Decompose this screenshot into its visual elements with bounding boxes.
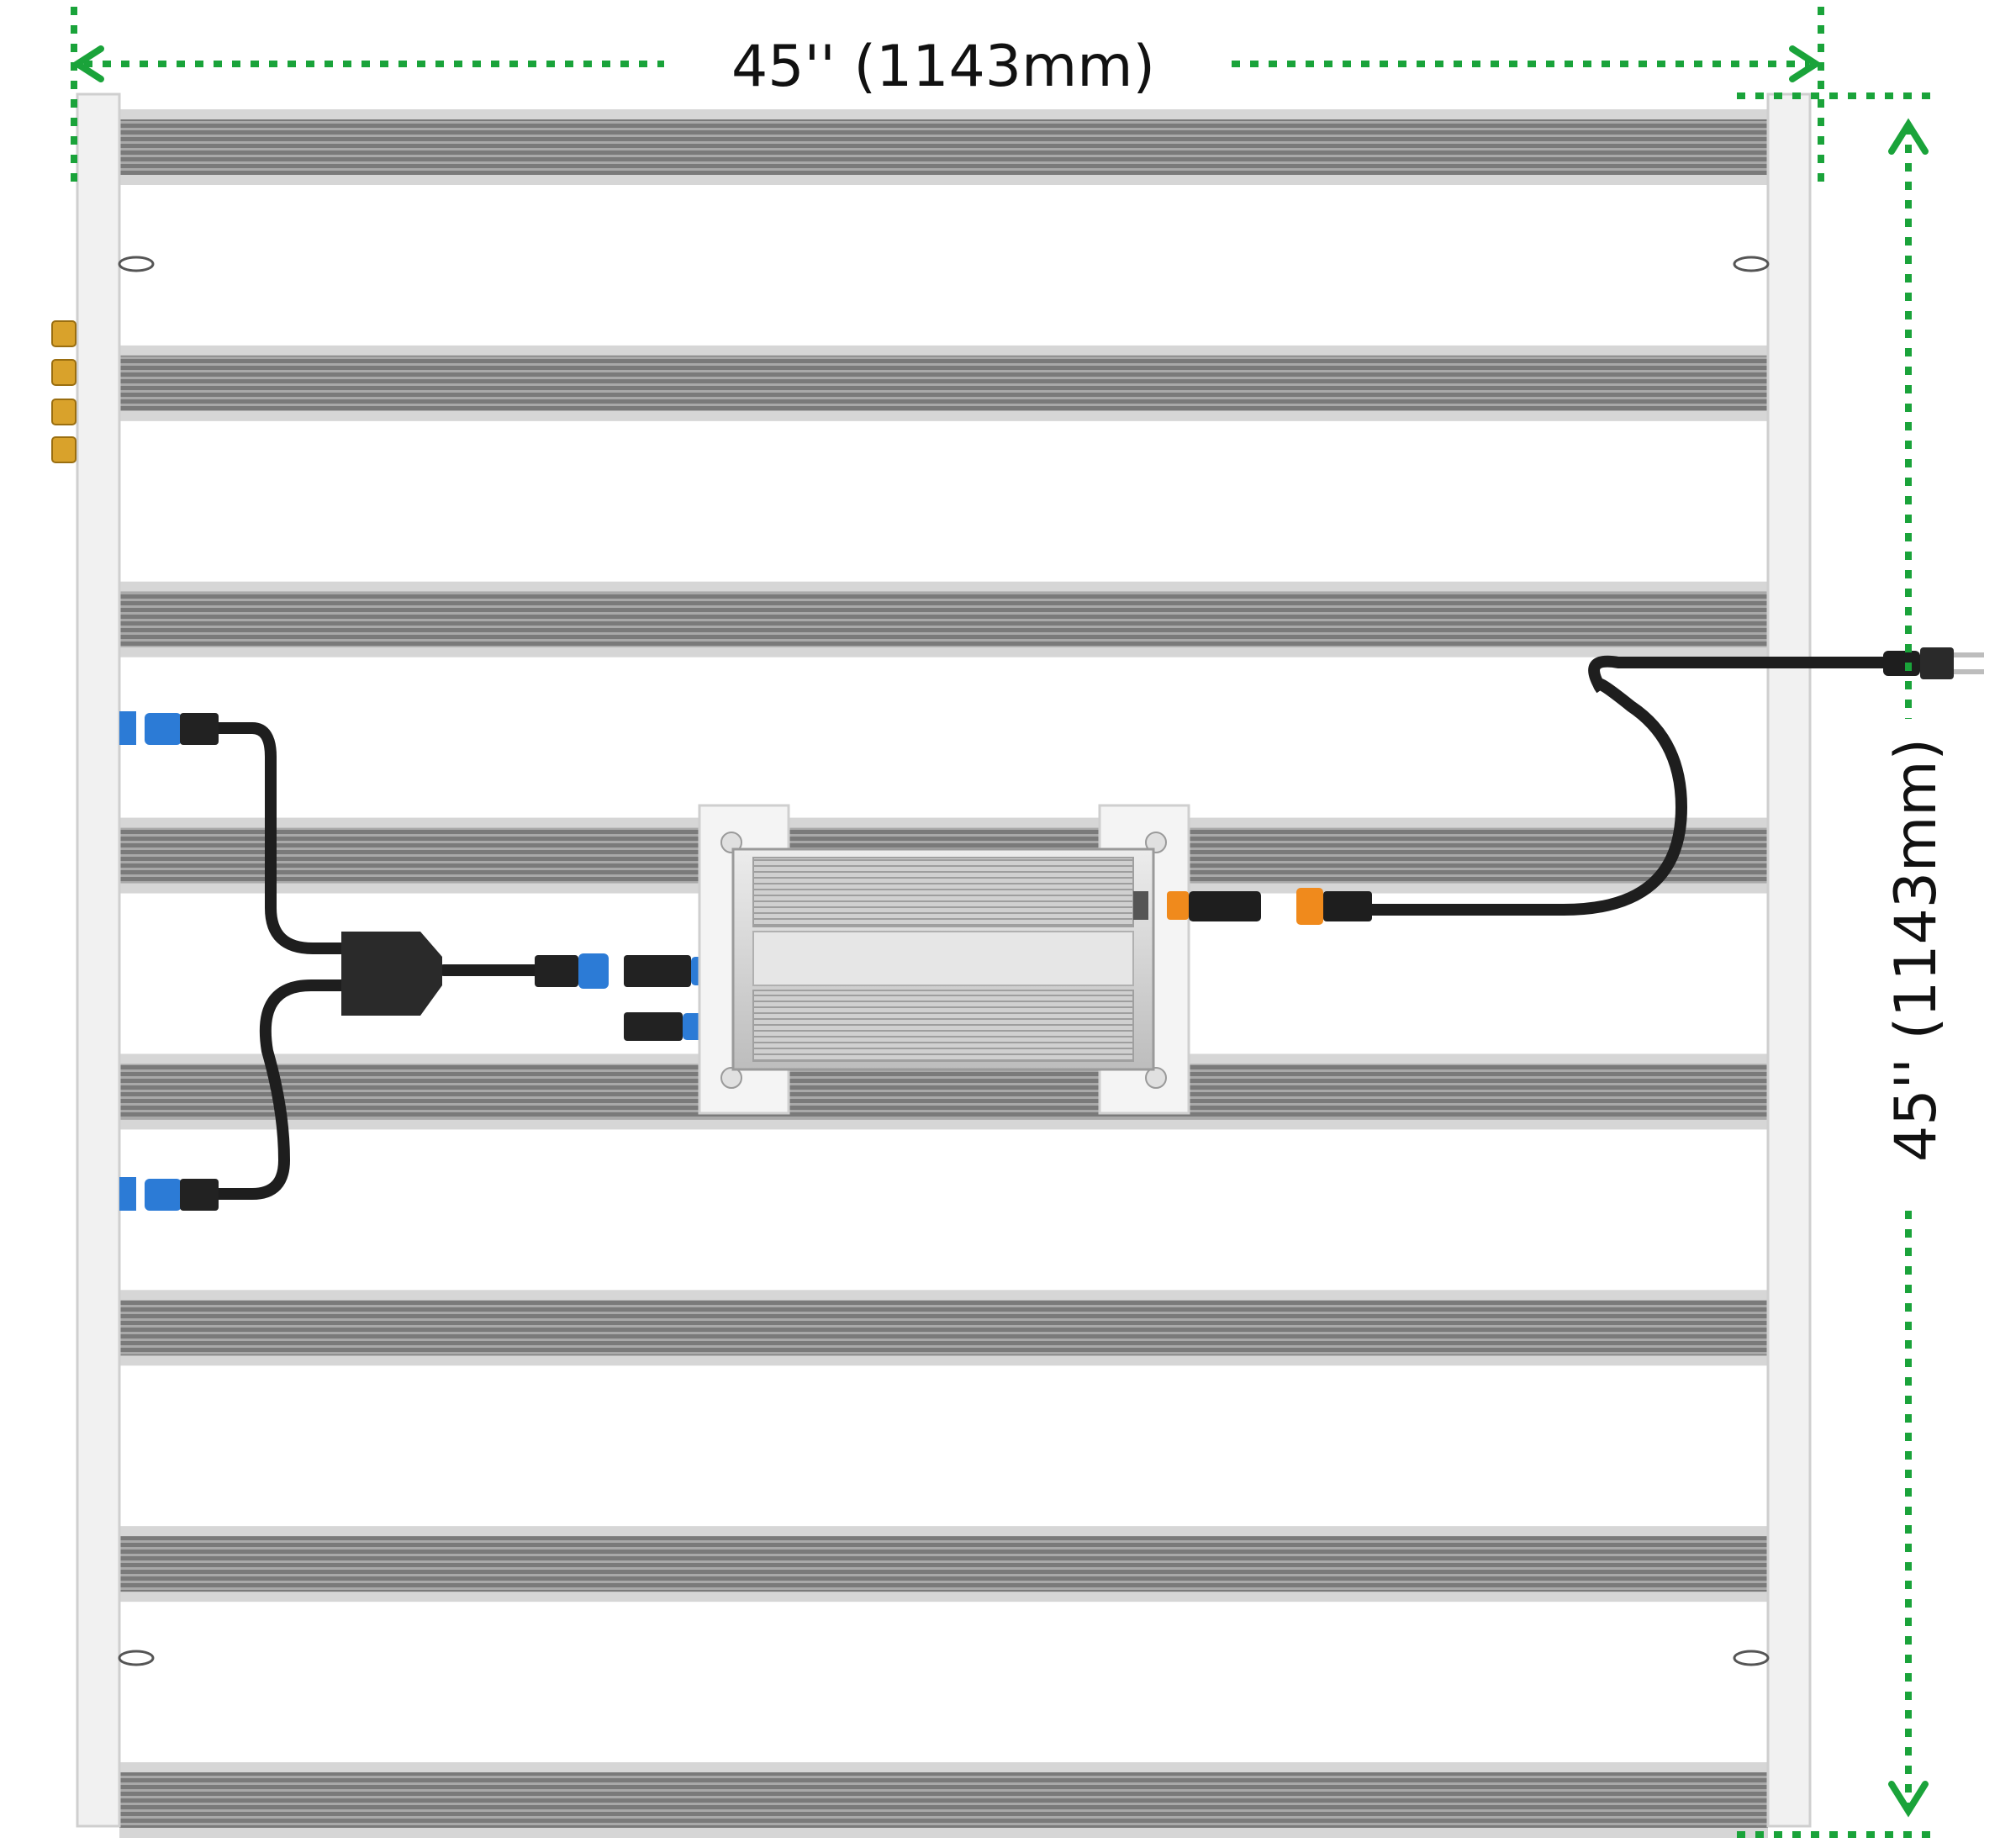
height-label: 45'' (1143mm) bbox=[1883, 738, 1950, 1162]
right-rail bbox=[1766, 92, 1812, 1828]
bracket-screws bbox=[720, 832, 1167, 1089]
dimmer-knobs bbox=[51, 320, 77, 463]
light-bar-led-strip bbox=[119, 355, 1768, 411]
left-connector-bottom bbox=[119, 1177, 219, 1211]
led-driver bbox=[731, 847, 1155, 1071]
dimension-arrowheads bbox=[71, 45, 1929, 1818]
light-bar-led-strip bbox=[119, 1064, 1768, 1120]
width-label: 45'' (1143mm) bbox=[731, 34, 1155, 100]
light-bar-led-strip bbox=[119, 1772, 1768, 1828]
width-dimension bbox=[71, 7, 1934, 1838]
hanging-hooks bbox=[118, 256, 1770, 1666]
power-connector-cord-side bbox=[1296, 888, 1372, 925]
driver-spare-connector bbox=[624, 1012, 708, 1041]
power-plug bbox=[1883, 647, 1984, 679]
light-bar-led-strip bbox=[119, 591, 1768, 647]
light-bar-led-strip bbox=[119, 1536, 1768, 1592]
y-splitter bbox=[341, 932, 442, 1016]
splitter-output-connector bbox=[535, 953, 609, 989]
left-connector-top bbox=[119, 711, 219, 745]
light-bar-led-strip bbox=[119, 1300, 1768, 1356]
power-connector-driver-side bbox=[1167, 891, 1261, 921]
light-bar-led-strip bbox=[119, 119, 1768, 175]
left-rail bbox=[76, 92, 121, 1828]
